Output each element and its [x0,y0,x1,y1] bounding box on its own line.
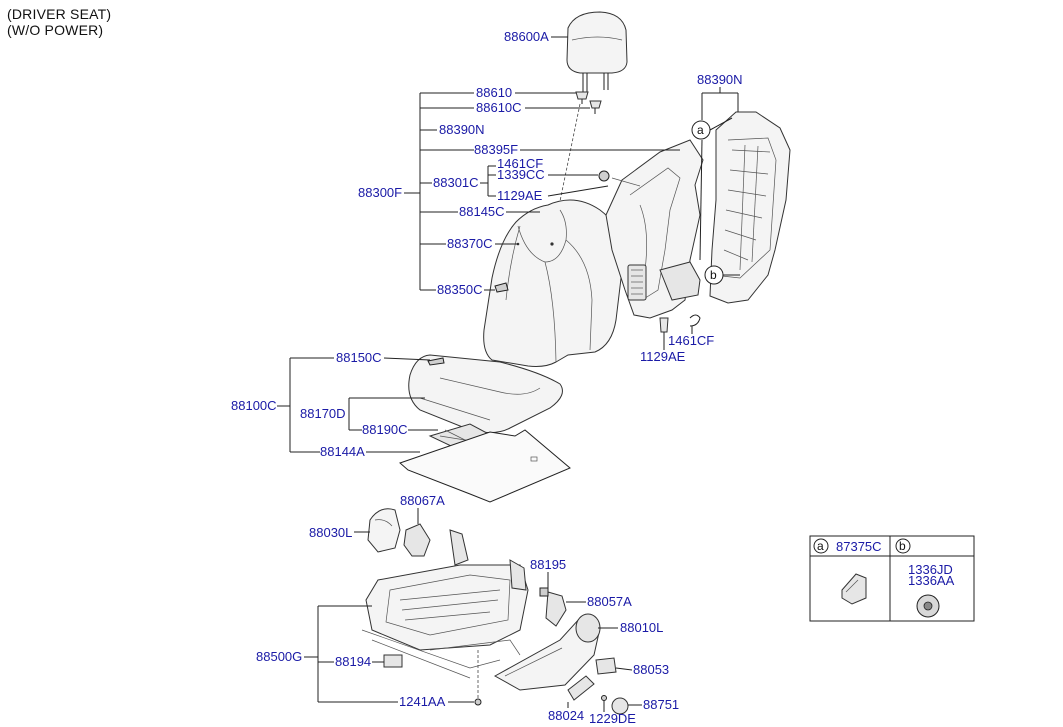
callout-b: b [704,265,724,285]
headrest-drawing [566,11,628,92]
part-label-88057A: 88057A [587,594,632,609]
part-label-88195: 88195 [530,557,567,572]
callout-a: a [691,120,711,140]
callout-a-text: a [697,123,704,137]
callout-b-text: b [710,268,717,282]
part-label-1461CF-top: 1461CF [497,156,544,171]
part-label-88010L: 88010L [620,620,664,635]
inner-cover-drawing [367,508,431,557]
part-label-88610C: 88610C [476,100,522,115]
part-label-88194: 88194 [335,654,372,669]
diagram-title-line2: (W/O POWER) [7,22,104,38]
part-label-1461CF-bottom: 1461CF [668,333,715,348]
part-label-88600A: 88600A [504,29,549,44]
part-label-1241AA: 1241AA [399,694,446,709]
seat-cushion-drawing [408,354,563,434]
part-label-88350C: 88350C [437,282,483,297]
part-label-88301C: 88301C [433,175,479,190]
part-label-88610: 88610 [476,85,513,100]
legend-b-mark: b [899,539,906,553]
legend-a-part: 87375C [836,539,882,554]
part-label-88100C: 88100C [231,398,277,413]
part-label-1229DE: 1229DE [589,711,636,726]
part-label-1129AE-bottom: 1129AE [640,349,686,364]
part-label-88370C: 88370C [447,236,493,251]
part-label-1129AE-top: 1129AE [497,188,543,203]
legend-b-part1: 1336JD [908,562,953,577]
part-label-88030L: 88030L [309,525,353,540]
seatback-frame-drawing [598,139,704,333]
part-label-88190C: 88190C [362,422,408,437]
part-label-88751: 88751 [643,697,680,712]
legend-box: a b [809,535,975,622]
part-label-88300F: 88300F [358,185,403,200]
seatback-panel-drawing [709,111,791,304]
outer-cover-drawing [493,587,629,715]
leader-lines [277,36,740,712]
seatback-cushion-drawing [483,199,623,367]
diagram-title-line1: (DRIVER SEAT) [7,6,112,22]
part-label-88170D: 88170D [300,406,346,421]
part-label-88144A: 88144A [320,444,365,459]
heater-mat-drawing [399,429,571,503]
part-label-88024: 88024 [548,708,585,723]
legend-a-mark: a [817,539,824,553]
part-label-88053: 88053 [633,662,670,677]
part-label-88395F: 88395F [474,142,519,157]
part-label-88500G: 88500G [256,649,303,664]
seat-track-drawing [361,529,529,706]
part-label-88067A: 88067A [400,493,445,508]
part-label-88150C: 88150C [336,350,382,365]
legend-b-part2: 1336AA [908,573,955,588]
part-label-88145C: 88145C [459,204,505,219]
part-label-1339CC: 1339CC [497,167,545,182]
part-label-88390N-left: 88390N [439,122,485,137]
part-label-88390N-right: 88390N [697,72,743,87]
